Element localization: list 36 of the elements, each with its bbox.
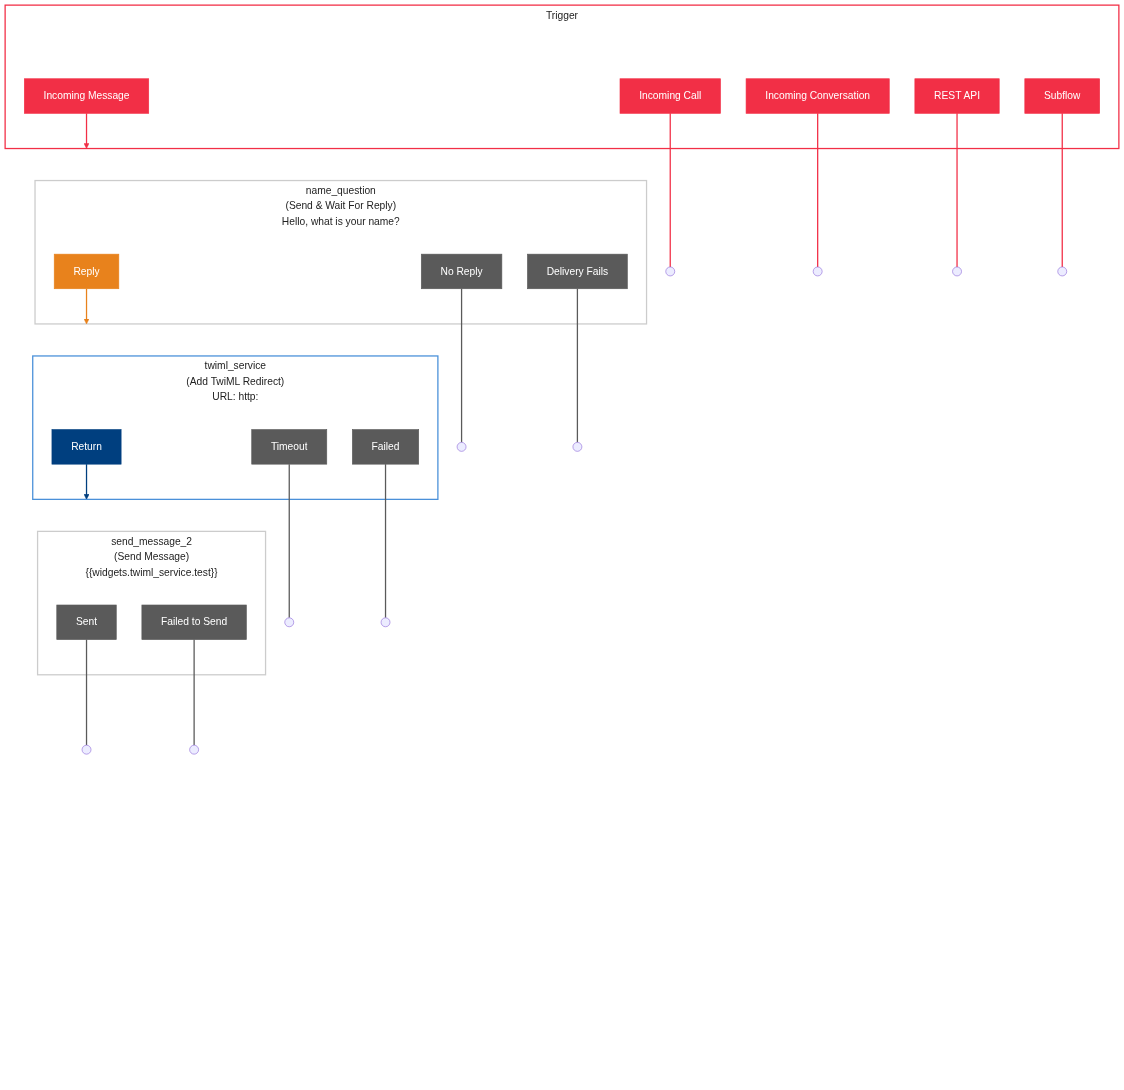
node-box: Failed — [352, 429, 419, 465]
connector — [669, 112, 671, 268]
node-circle — [380, 617, 391, 628]
connector — [817, 112, 819, 268]
node-circle — [812, 266, 823, 277]
node-circle — [665, 266, 676, 277]
node-circle — [572, 442, 583, 452]
node-box: Return — [51, 429, 122, 465]
node-box: Incoming Call — [619, 78, 721, 114]
node-box: Failed to Send — [141, 604, 247, 640]
connector — [193, 638, 195, 746]
connector — [384, 463, 387, 619]
node-box: Incoming Conversation — [745, 78, 890, 114]
node-circle — [189, 744, 199, 755]
connector — [460, 288, 463, 444]
node-circle — [81, 744, 92, 755]
arrow — [83, 288, 90, 325]
node-box: Incoming Message — [24, 78, 150, 114]
arrow — [83, 112, 90, 149]
node-circle — [952, 266, 962, 277]
node-circle — [456, 442, 467, 452]
connector — [576, 288, 579, 444]
connector — [288, 463, 290, 619]
node-box: REST API — [914, 78, 1000, 114]
connector — [1061, 112, 1063, 268]
node-circle — [284, 617, 295, 628]
node-circle — [1057, 266, 1068, 277]
node-box: Subflow — [1024, 78, 1100, 114]
node-box: Timeout — [251, 429, 328, 465]
node-box: No Reply — [421, 253, 503, 290]
connector — [85, 638, 88, 746]
arrow — [83, 463, 90, 500]
connector — [956, 112, 958, 268]
node-box: Delivery Fails — [527, 253, 628, 290]
node-box: Reply — [53, 253, 120, 290]
node-box: Sent — [56, 604, 117, 640]
